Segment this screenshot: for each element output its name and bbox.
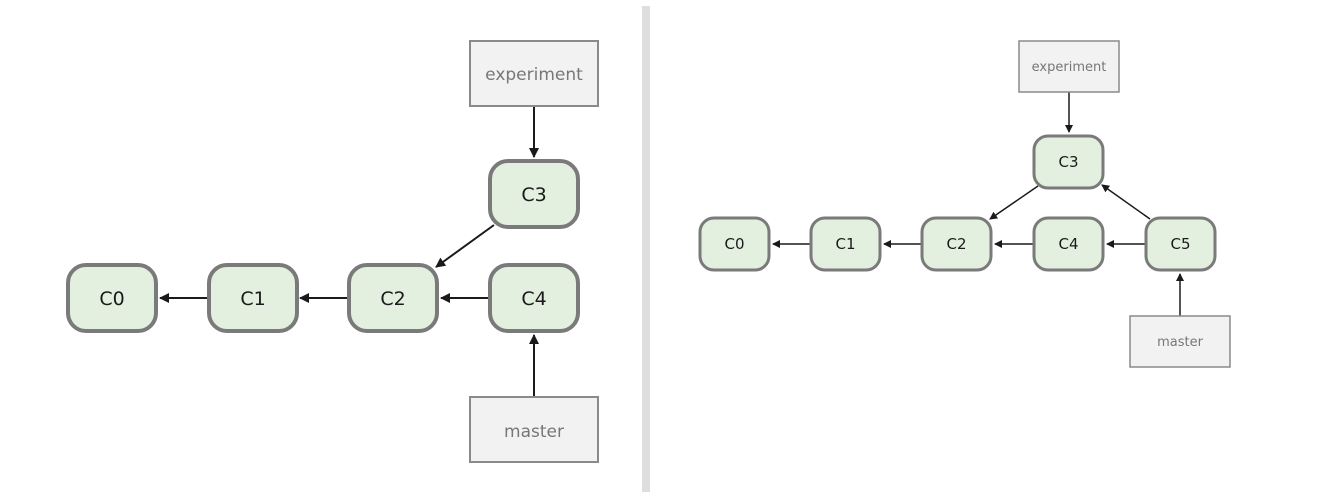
left-commit-c2: C2 — [347, 263, 439, 333]
right-diagram: experiment master C0 C1 C2 C3 — [698, 40, 1231, 368]
right-branch-experiment: experiment — [1018, 40, 1120, 93]
right-branch-master: master — [1129, 315, 1231, 368]
right-commit-c3: C3 — [1032, 134, 1105, 190]
right-commit-c2-label: C2 — [946, 235, 966, 253]
panel-divider — [642, 6, 650, 492]
right-arrow-c3-to-c2 — [989, 185, 1039, 220]
right-branch-experiment-label: experiment — [1032, 60, 1107, 75]
left-commit-c4-label: C4 — [521, 288, 546, 310]
left-commit-c1: C1 — [207, 263, 299, 333]
left-diagram: experiment master C0 C1 C2 C3 — [66, 40, 599, 463]
left-commit-c0: C0 — [66, 263, 158, 333]
left-commit-c3: C3 — [488, 159, 580, 229]
left-arrow-c3-to-c2 — [435, 224, 495, 268]
right-commit-c0-label: C0 — [724, 235, 744, 253]
left-commit-c0-label: C0 — [99, 288, 124, 310]
right-branch-master-label: master — [1157, 335, 1203, 350]
right-commit-c4-label: C4 — [1058, 235, 1078, 253]
right-commit-c0: C0 — [698, 216, 771, 272]
left-commit-c1-label: C1 — [240, 288, 265, 310]
right-commit-c2: C2 — [920, 216, 993, 272]
left-branch-experiment: experiment — [469, 40, 599, 107]
right-commit-c1: C1 — [809, 216, 882, 272]
right-commit-c5: C5 — [1144, 216, 1217, 272]
right-commit-c5-label: C5 — [1170, 235, 1190, 253]
right-arrow-c5-to-c3 — [1101, 184, 1151, 220]
left-branch-master: master — [469, 396, 599, 463]
left-branch-experiment-label: experiment — [485, 65, 583, 85]
right-commit-c4: C4 — [1032, 216, 1105, 272]
right-commit-c3-label: C3 — [1058, 153, 1078, 171]
right-commit-c1-label: C1 — [835, 235, 855, 253]
left-branch-master-label: master — [504, 422, 564, 442]
left-commit-c2-label: C2 — [380, 288, 405, 310]
left-commit-c3-label: C3 — [521, 184, 546, 206]
left-commit-c4: C4 — [488, 263, 580, 333]
